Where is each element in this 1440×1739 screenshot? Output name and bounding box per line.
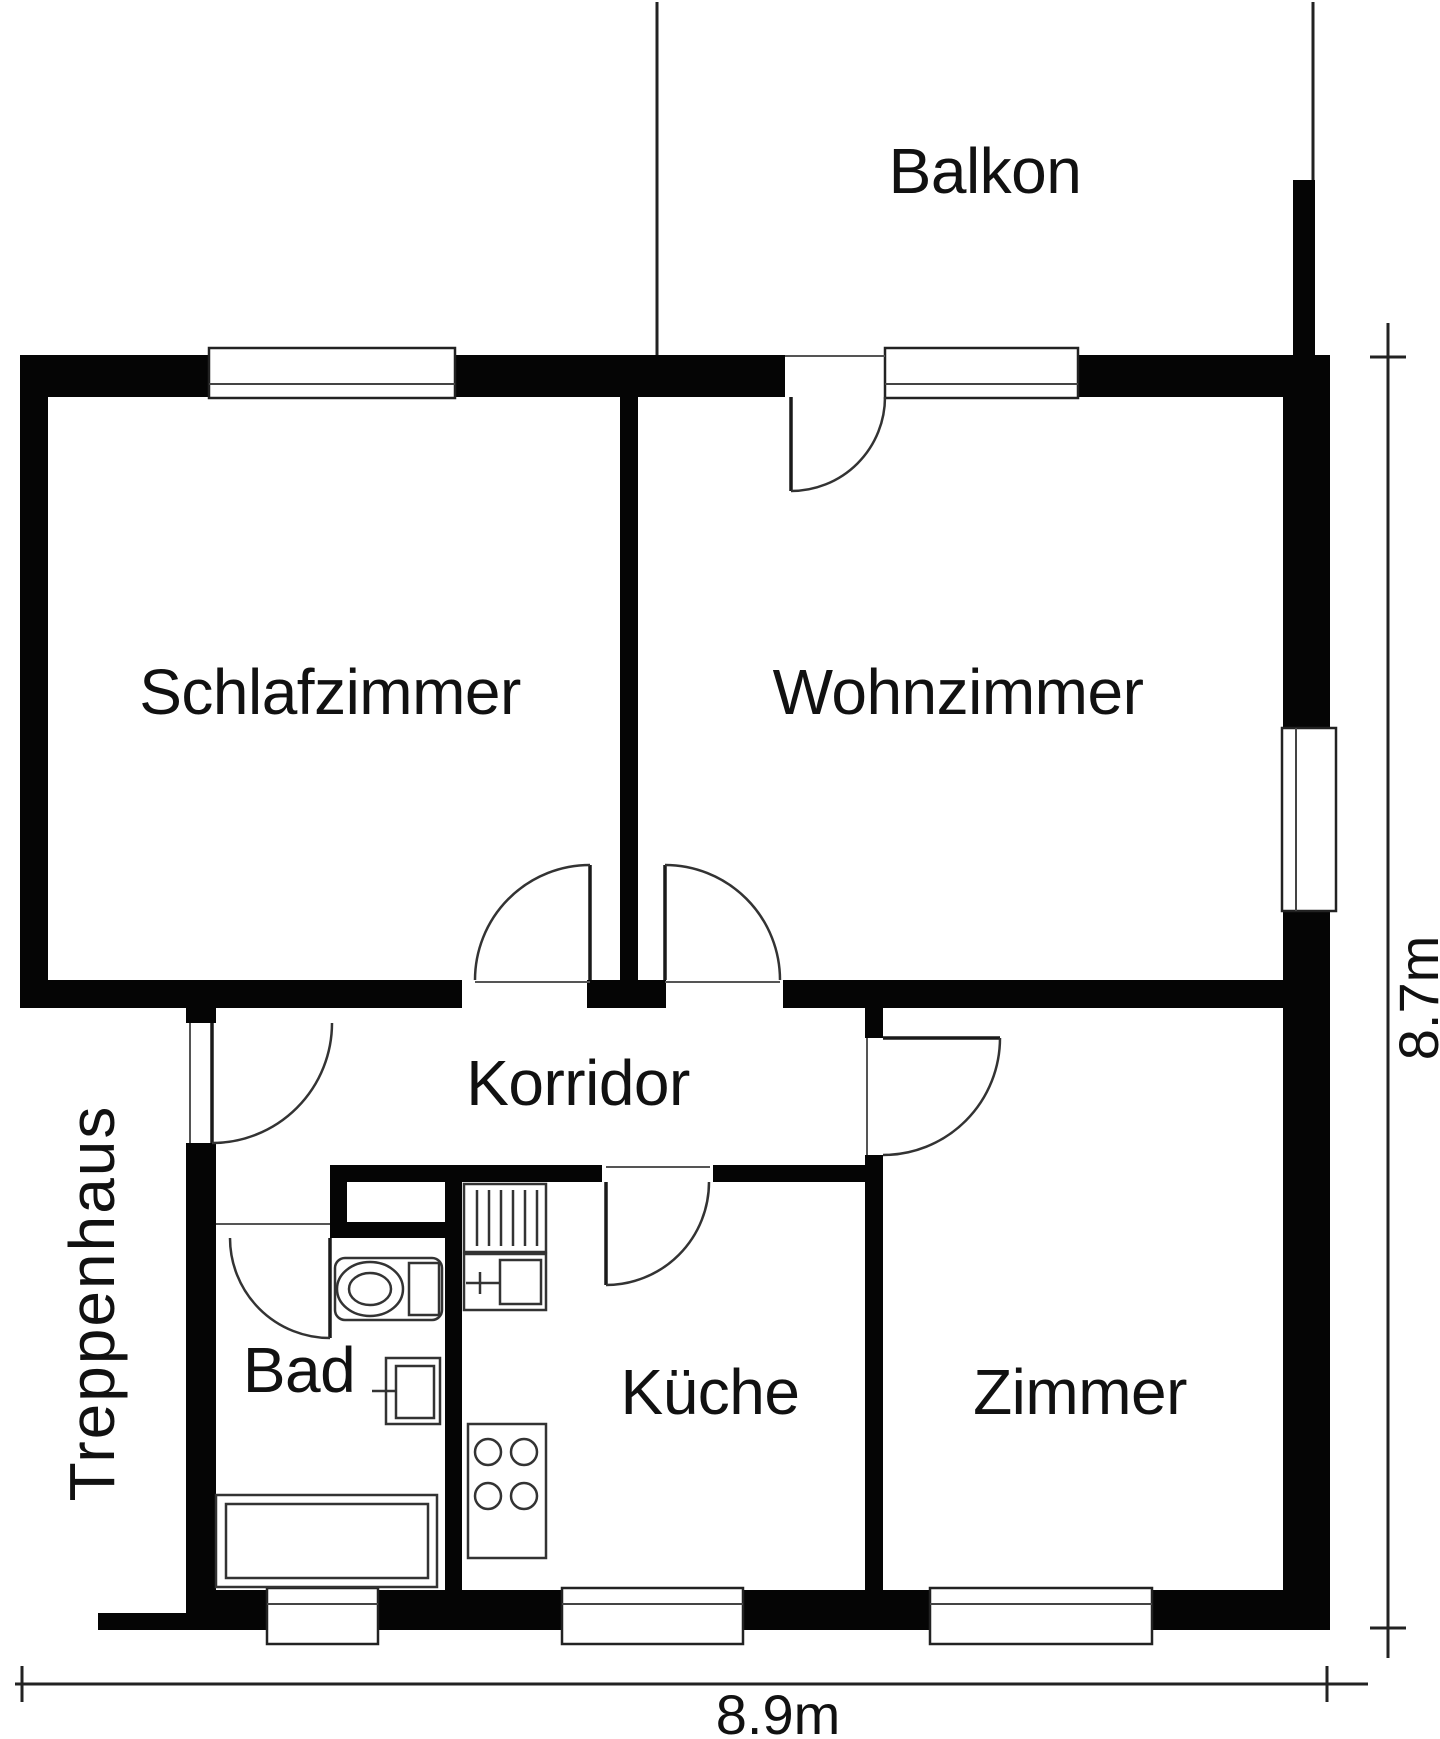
- windows: [207, 346, 1338, 1646]
- window-bad: [265, 1586, 380, 1646]
- door-schlafzimmer: [473, 863, 592, 983]
- kitchen-fixtures: [462, 1182, 548, 1560]
- label-kueche: Küche: [621, 1356, 800, 1428]
- dimension-bottom: [15, 1666, 1368, 1702]
- wall-stair-step: [98, 1613, 186, 1630]
- dimension-lines: [15, 323, 1406, 1702]
- door-entrance: [189, 1022, 334, 1145]
- wall-right-lower: [1283, 911, 1330, 1630]
- balcony-outline: [655, 2, 1315, 355]
- bathroom-sink-icon: [372, 1356, 442, 1426]
- stove-icon: [466, 1422, 548, 1560]
- kitchen-counter-icon: [462, 1182, 548, 1254]
- label-bad: Bad: [243, 1334, 355, 1406]
- door-balcony: [785, 355, 887, 493]
- window-wohnzimmer-right: [1280, 726, 1338, 913]
- wall-shaft-stub: [330, 1165, 347, 1238]
- wall-corridor-bottom-right: [713, 1165, 865, 1182]
- labels: Balkon Schlafzimmer Wohnzimmer Korridor …: [56, 135, 1440, 1739]
- wall-left-lower-stub: [186, 1008, 216, 1023]
- wall-bad-kueche: [445, 1165, 462, 1590]
- wall-left-upper: [20, 355, 48, 983]
- label-balkon: Balkon: [889, 135, 1082, 207]
- window-wohnzimmer-top: [883, 346, 1080, 400]
- dimension-right: [1370, 323, 1406, 1658]
- walls: [20, 180, 1330, 1630]
- bathtub-icon: [214, 1493, 439, 1589]
- door-kueche: [604, 1166, 711, 1287]
- label-treppenhaus: Treppenhaus: [56, 1105, 128, 1502]
- door-wohnzimmer: [663, 863, 782, 983]
- wall-divider-schlaf-wohn: [620, 397, 638, 980]
- wall-top-left: [20, 355, 209, 397]
- label-zimmer: Zimmer: [973, 1356, 1187, 1428]
- wall-corridor-top-right: [783, 980, 1283, 1008]
- door-zimmer: [866, 1036, 1002, 1157]
- window-zimmer: [928, 1586, 1154, 1646]
- door-bad: [216, 1223, 332, 1340]
- label-korridor: Korridor: [466, 1047, 690, 1119]
- wall-corridor-top-stub: [587, 980, 666, 1008]
- bathroom-fixtures: [214, 1256, 444, 1589]
- window-kueche: [560, 1586, 745, 1646]
- wall-right-upper: [1283, 397, 1330, 728]
- wall-top-middle: [455, 355, 785, 397]
- window-schlafzimmer: [207, 346, 457, 400]
- wall-bottom-4: [1152, 1590, 1330, 1630]
- wall-bottom-3: [743, 1590, 930, 1630]
- label-wohnzimmer: Wohnzimmer: [773, 656, 1144, 728]
- wall-top-right: [1078, 355, 1330, 397]
- wall-bottom-2: [378, 1590, 562, 1630]
- label-dimension-width: 8.9m: [716, 1683, 841, 1739]
- kitchen-sink-icon: [462, 1252, 548, 1312]
- doors: [189, 355, 1002, 1340]
- wall-kueche-zimmer: [865, 1155, 883, 1590]
- wall-bad-top: [330, 1222, 462, 1238]
- label-dimension-height: 8.7m: [1387, 936, 1440, 1061]
- wall-bottom-1: [186, 1590, 267, 1630]
- toilet-icon: [333, 1256, 444, 1322]
- wall-corridor-top-left: [20, 980, 462, 1008]
- wall-kueche-zimmer-stub: [865, 1008, 883, 1038]
- wall-corridor-bottom-left: [330, 1165, 602, 1182]
- wall-balcony-pier: [1293, 180, 1315, 357]
- wall-left-lower: [186, 1143, 216, 1590]
- label-schlafzimmer: Schlafzimmer: [139, 656, 521, 728]
